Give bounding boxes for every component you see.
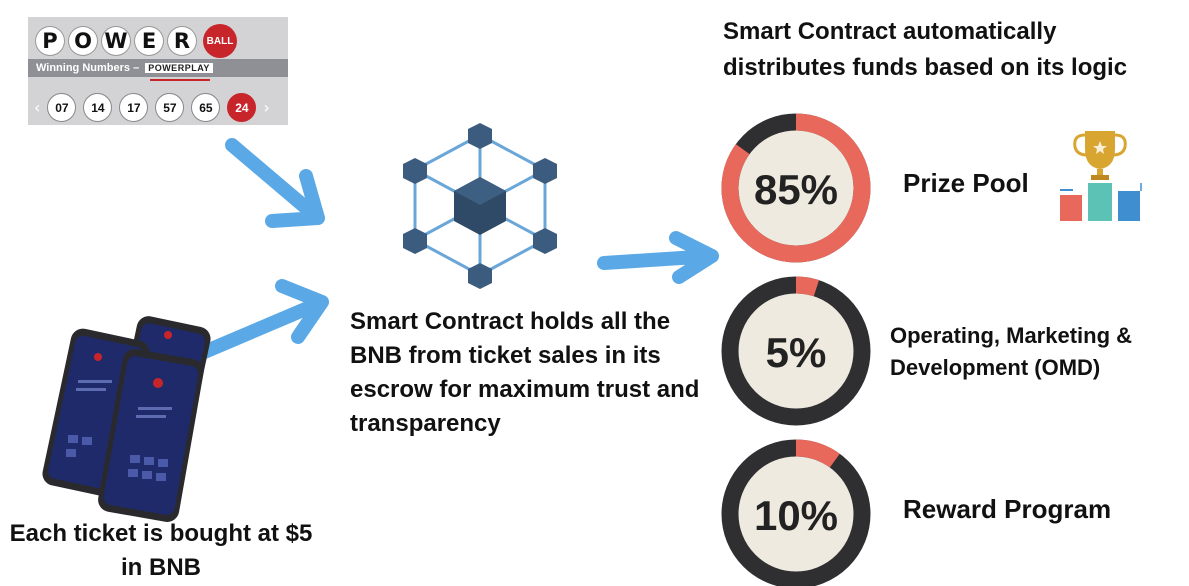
powerball-number: 24: [227, 93, 257, 122]
percent-label: 85%: [754, 166, 838, 213]
ring-center: [730, 285, 862, 417]
ring-fill: [721, 276, 871, 426]
ring-fill: [721, 439, 871, 586]
prize-pool-label: Prize Pool: [903, 168, 1029, 198]
winning-numbers: ‹ 07 14 17 57 65 24 ›: [34, 93, 270, 122]
winning-numbers-strip: Winning Numbers – POWERPLAY: [28, 59, 288, 77]
percent-label: 5%: [766, 329, 827, 376]
ring-fill: [721, 113, 871, 263]
chevron-left-icon[interactable]: ‹: [34, 98, 41, 117]
chevron-right-icon[interactable]: ›: [263, 98, 270, 117]
logo-letter: O: [69, 27, 97, 55]
ring-center: [730, 448, 862, 580]
logo-letter: P: [36, 27, 64, 55]
ring-center: [730, 122, 862, 254]
logo-letter: E: [135, 27, 163, 55]
logo-ball: BALL: [203, 24, 237, 58]
ticket-caption: Each ticket is bought at $5 in BNB: [9, 520, 313, 581]
logo-letter: W: [102, 27, 130, 55]
reward-ring: 10%: [721, 439, 871, 586]
phones-icon: [42, 316, 211, 522]
winning-number: 65: [191, 93, 221, 122]
distribution-rings: 85% 5% 10%: [721, 113, 871, 586]
powerball-logo: P O W E R BALL: [36, 23, 237, 59]
winning-numbers-label: Winning Numbers –: [36, 62, 140, 74]
distribution-header: Smart Contract automatically distributes…: [723, 18, 1128, 81]
omd-ring: 5%: [721, 276, 871, 426]
winning-number: 14: [83, 93, 113, 122]
escrow-caption: Smart Contract holds all the BNB from ti…: [350, 308, 700, 437]
arrow-contract-to-distribution: [597, 231, 719, 284]
powerball-card: P O W E R BALL Winning Numbers – POWERPL…: [28, 17, 288, 125]
blockchain-cube-network-icon: [403, 123, 557, 289]
arrow-powerball-to-contract: [225, 138, 325, 228]
percent-label: 10%: [754, 492, 838, 539]
divider: [150, 79, 210, 81]
winning-number: 07: [47, 93, 77, 122]
winning-number: 57: [155, 93, 185, 122]
winning-number: 17: [119, 93, 149, 122]
prize-pool-ring: 85%: [721, 113, 871, 263]
powerplay-badge: POWERPLAY: [145, 63, 213, 73]
logo-letter: R: [168, 27, 196, 55]
trophy-podium-icon: [1060, 131, 1142, 221]
arrow-phones-to-contract: [195, 279, 329, 360]
omd-label: Operating, Marketing & Development (OMD): [890, 323, 1133, 380]
reward-program-label: Reward Program: [903, 494, 1112, 524]
